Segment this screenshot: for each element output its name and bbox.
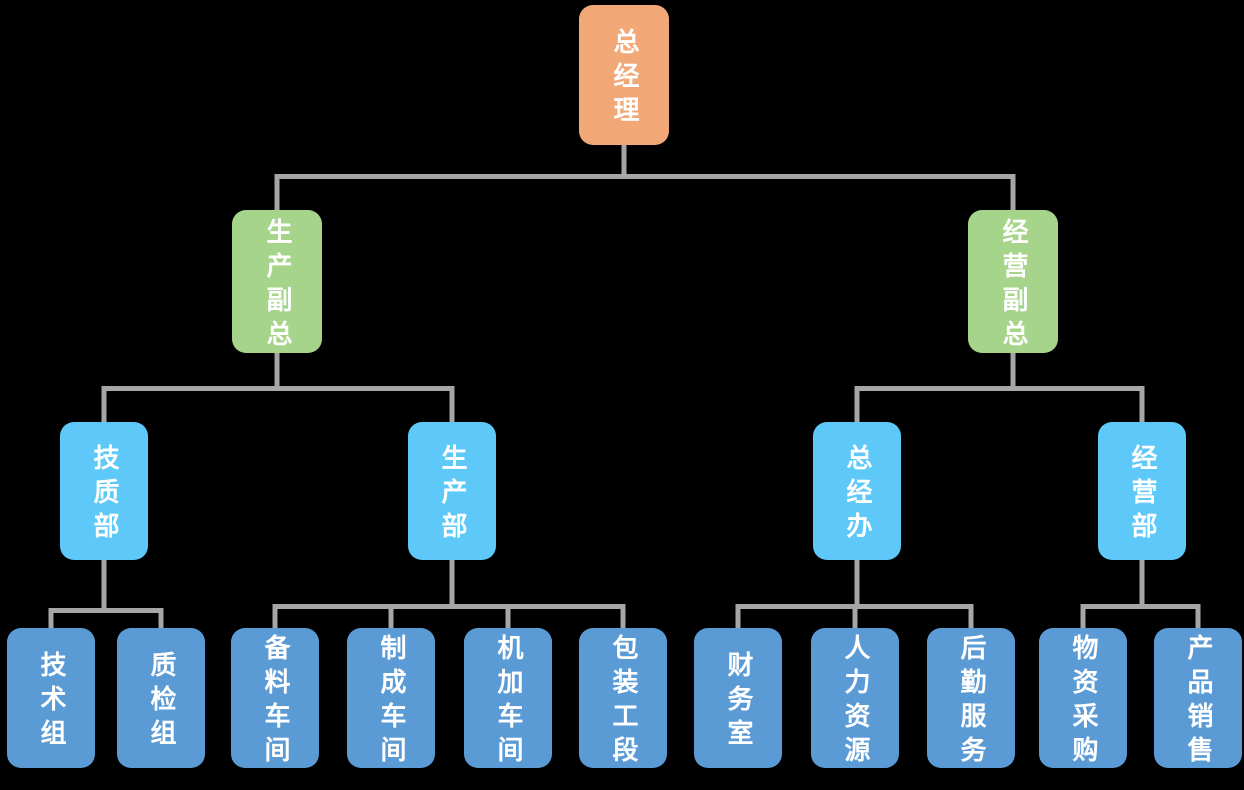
node-gm-office: 总经办	[813, 422, 901, 560]
node-production-vp-label: 生产副总	[262, 217, 292, 354]
node-operations-vp: 经营副总	[968, 210, 1058, 354]
node-machining-workshop-label: 机加车间	[493, 634, 523, 770]
node-technical-group: 技术组	[7, 628, 95, 768]
node-product-sales-label: 产品销售	[1183, 634, 1213, 770]
node-logistics-service-label: 后勤服务	[956, 634, 986, 770]
node-operations-vp-label: 经营副总	[998, 217, 1028, 354]
connector-operations-dept-children	[1080, 560, 1201, 628]
connector-production-vp-children	[101, 353, 455, 422]
node-product-sales: 产品销售	[1154, 628, 1242, 770]
node-logistics-service: 后勤服务	[927, 628, 1015, 770]
node-finance-office: 财务室	[694, 628, 782, 768]
connector-root-to-vps	[274, 145, 1016, 210]
node-tech-quality-dept-label: 技质部	[89, 444, 119, 546]
node-gm-office-label: 总经办	[842, 444, 872, 546]
node-material-prep-workshop-label: 备料车间	[260, 634, 290, 770]
connector-operations-vp-children	[854, 353, 1145, 422]
node-machining-workshop: 机加车间	[464, 628, 552, 770]
node-production-dept-label: 生产部	[437, 444, 467, 546]
node-human-resources: 人力资源	[811, 628, 899, 770]
node-general-manager: 总经理	[579, 5, 669, 145]
node-operations-dept-label: 经营部	[1127, 444, 1157, 546]
node-operations-dept: 经营部	[1098, 422, 1186, 560]
node-production-dept: 生产部	[408, 422, 496, 560]
node-production-vp: 生产副总	[232, 210, 322, 354]
node-tech-quality-dept: 技质部	[60, 422, 148, 560]
node-quality-inspection-group: 质检组	[117, 628, 205, 768]
node-material-procurement-label: 物资采购	[1068, 634, 1098, 770]
connector-tech-quality-children	[48, 560, 164, 628]
node-packaging-section-label: 包装工段	[608, 634, 638, 770]
connector-gm-office-children	[735, 560, 974, 628]
connector-production-dept-children	[272, 560, 626, 628]
node-technical-group-label: 技术组	[36, 651, 66, 753]
node-fabrication-workshop: 制成车间	[347, 628, 435, 770]
node-material-prep-workshop: 备料车间	[231, 628, 319, 770]
node-fabrication-workshop-label: 制成车间	[376, 634, 406, 770]
node-general-manager-label: 总经理	[609, 28, 639, 130]
node-human-resources-label: 人力资源	[840, 634, 870, 770]
node-quality-inspection-group-label: 质检组	[146, 651, 176, 753]
node-material-procurement: 物资采购	[1039, 628, 1127, 770]
node-packaging-section: 包装工段	[579, 628, 667, 770]
node-finance-office-label: 财务室	[723, 651, 753, 753]
